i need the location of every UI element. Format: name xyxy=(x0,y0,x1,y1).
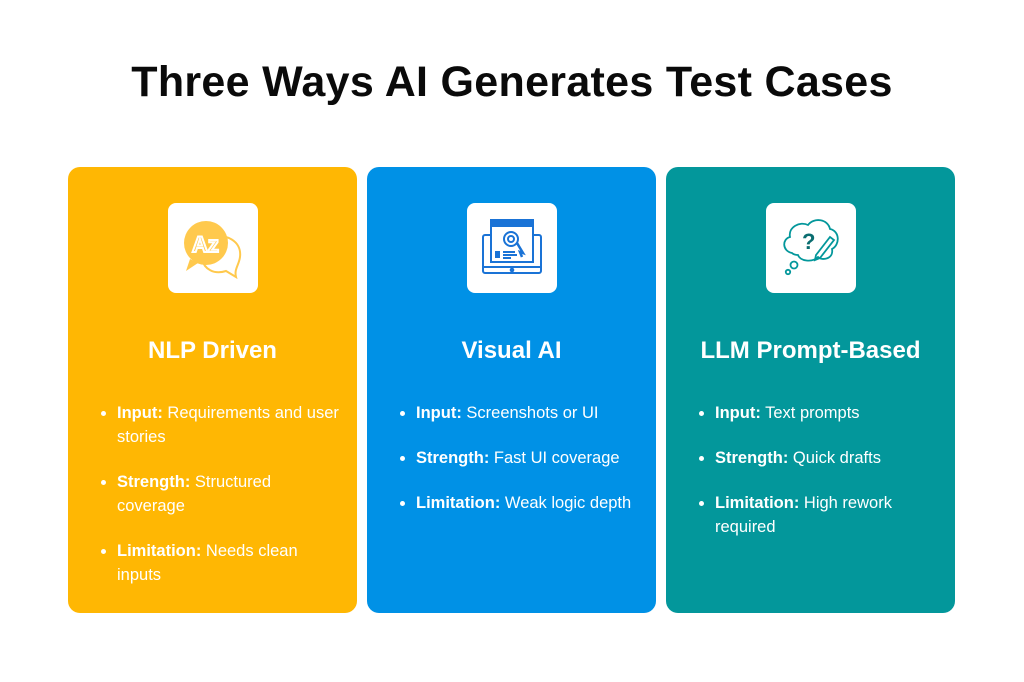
item-text: Weak logic depth xyxy=(500,494,632,512)
list-item: Limitation: Needs clean inputs xyxy=(98,539,339,587)
item-text: Structured coverage xyxy=(117,473,272,515)
card-title: Visual AI xyxy=(461,337,562,364)
item-text: Quick drafts xyxy=(788,449,881,467)
item-label: Strength: xyxy=(715,449,789,467)
item-text: Text prompts xyxy=(760,404,860,422)
svg-text:Az: Az xyxy=(192,232,219,257)
item-text: Needs clean inputs xyxy=(117,542,298,584)
item-label: Limitation: xyxy=(416,494,501,512)
item-text: Requirements and user stories xyxy=(117,404,339,446)
item-label: Input: xyxy=(715,404,761,422)
bullet-list: Input: Requirements and user stories Str… xyxy=(98,401,339,608)
bullet-list: Input: Screenshots or UI Strength: Fast … xyxy=(397,401,638,536)
card-title: NLP Driven xyxy=(148,337,277,364)
list-item: Limitation: High rework required xyxy=(696,491,937,539)
list-item: Input: Screenshots or UI xyxy=(397,401,638,425)
item-label: Limitation: xyxy=(117,542,202,560)
list-item: Strength: Structured coverage xyxy=(98,470,339,518)
item-text: High rework required xyxy=(715,494,892,536)
card-nlp-driven: Az NLP Driven Input: Requirements and us… xyxy=(68,167,357,613)
thought-question-pencil-icon: ? xyxy=(766,203,856,293)
card-title: LLM Prompt-Based xyxy=(700,337,921,364)
screen-scan-icon xyxy=(467,203,557,293)
page-title: Three Ways AI Generates Test Cases xyxy=(131,58,893,106)
list-item: Input: Text prompts xyxy=(696,401,937,425)
list-item: Strength: Quick drafts xyxy=(696,446,937,470)
item-label: Strength: xyxy=(117,473,191,491)
item-label: Input: xyxy=(416,404,462,422)
card-visual-ai: Visual AI Input: Screenshots or UI Stren… xyxy=(367,167,656,613)
item-text: Fast UI coverage xyxy=(489,449,620,467)
bullet-list: Input: Text prompts Strength: Quick draf… xyxy=(696,401,937,560)
az-speech-bubble-icon: Az xyxy=(168,203,258,293)
item-text: Screenshots or UI xyxy=(461,404,599,422)
card-llm-prompt-based: ? LLM Prompt-Based Input: Text prompts S… xyxy=(666,167,955,613)
item-label: Strength: xyxy=(416,449,490,467)
list-item: Input: Requirements and user stories xyxy=(98,401,339,449)
list-item: Limitation: Weak logic depth xyxy=(397,491,638,515)
list-item: Strength: Fast UI coverage xyxy=(397,446,638,470)
item-label: Limitation: xyxy=(715,494,800,512)
svg-text:?: ? xyxy=(802,229,815,254)
item-label: Input: xyxy=(117,404,163,422)
